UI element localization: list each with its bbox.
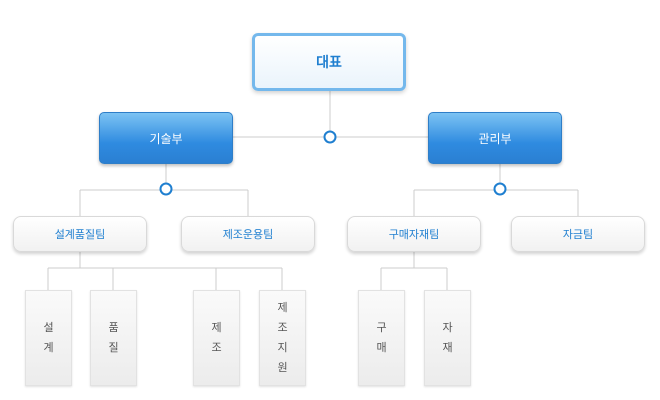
unit-manufacturing: 제조 xyxy=(193,290,240,386)
junction-node-right xyxy=(493,182,507,196)
unit-quality: 품질 xyxy=(90,290,137,386)
ceo-box: 대표 xyxy=(252,33,406,91)
team-finance: 자금팀 xyxy=(511,216,645,252)
unit-manufacturing-support: 제조지원 xyxy=(259,290,306,386)
unit-materials: 자재 xyxy=(424,290,471,386)
junction-node-left xyxy=(159,182,173,196)
team-purchasing-materials: 구매자재팀 xyxy=(347,216,481,252)
dept-tech: 기술부 xyxy=(99,112,233,164)
unit-purchasing: 구매 xyxy=(358,290,405,386)
junction-node-top xyxy=(323,130,337,144)
dept-admin: 관리부 xyxy=(428,112,562,164)
team-manufacturing-ops: 제조운용팀 xyxy=(181,216,315,252)
unit-design: 설계 xyxy=(25,290,72,386)
team-design-quality: 설계품질팀 xyxy=(13,216,147,252)
